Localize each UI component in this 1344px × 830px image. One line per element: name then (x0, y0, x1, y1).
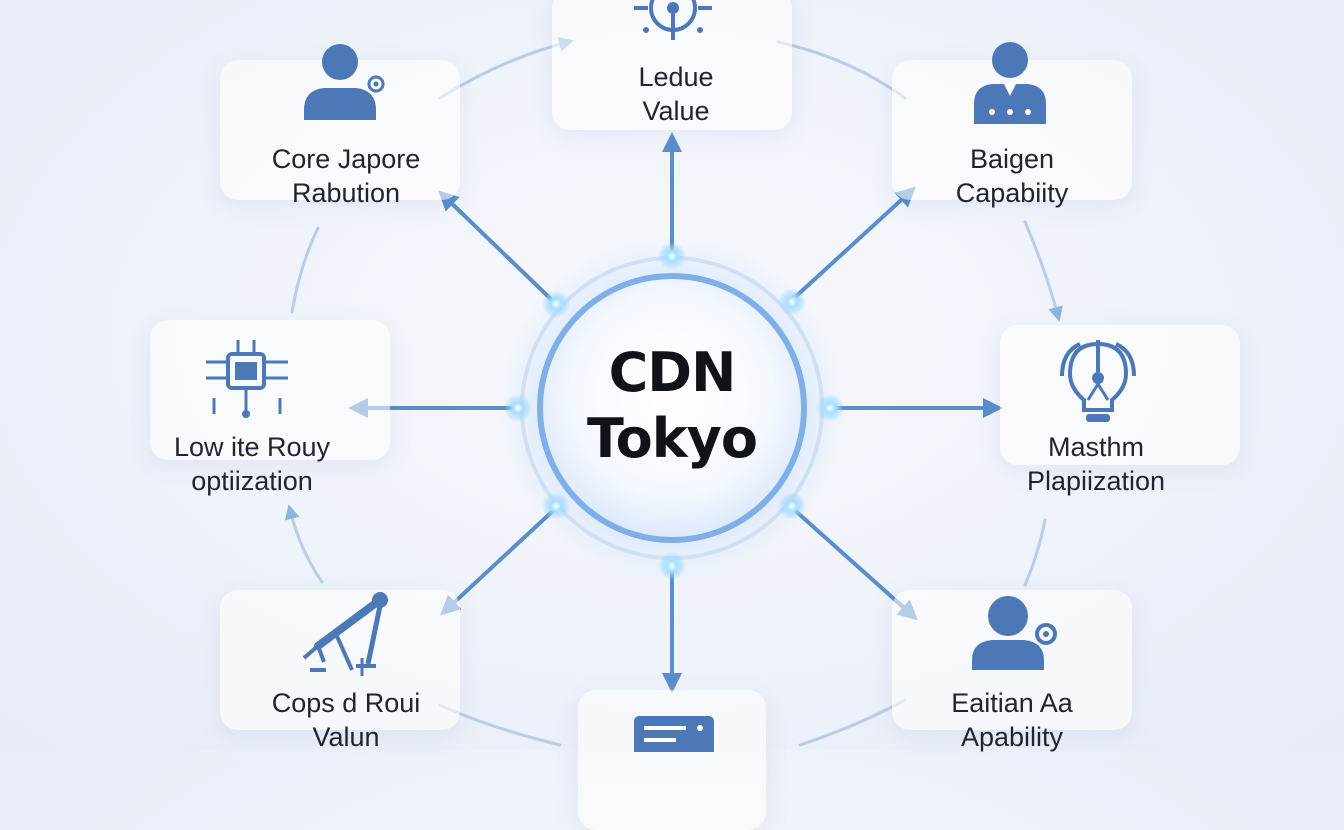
node-card-top-right (892, 60, 1132, 200)
node-label-line2: Apability (960, 722, 1064, 752)
node-label-line2: Value (642, 96, 710, 126)
spoke-top-right (790, 186, 916, 302)
glow-dot (778, 492, 806, 520)
node-label-line1: Eaitian Aa (951, 688, 1073, 718)
chip-circuit-icon (206, 340, 288, 418)
ring-arc-bottomleft-left (284, 504, 324, 584)
diagram-canvas (284, 37, 1063, 747)
ring-arc-topright-right (1023, 220, 1063, 322)
node-label-line1: Baigen (969, 144, 1055, 174)
spokes (348, 132, 1003, 693)
ring-arc-left-topleft (290, 226, 320, 314)
node-label-bottom-left: Cops d Roui Valun (196, 686, 496, 754)
server-list-icon (634, 716, 714, 752)
node-label-top-right: Baigen Capabiity (862, 142, 1162, 210)
hub-title: CDN Tokyo (532, 340, 812, 472)
node-label-line2: optiization (191, 466, 313, 496)
spoke-top-left (438, 190, 558, 306)
node-label-line2: Rabution (291, 178, 401, 208)
spoke-bottom-right (788, 504, 918, 621)
team-person-icon (974, 42, 1046, 124)
node-label-line2: Plapiization (1026, 466, 1166, 496)
glow-dot (658, 552, 686, 580)
node-label-line1: Masthm (1047, 432, 1145, 462)
ring-arc-right-bottomright (1023, 518, 1047, 587)
user-gear-icon (972, 596, 1057, 670)
node-label-line1: Ledue (638, 62, 714, 92)
node-label-bottom-right: Eaitian Aa Apability (862, 686, 1162, 754)
node-label-line1: Low ite Rouy (173, 432, 331, 462)
node-label-right: Masthm Plapiization (946, 430, 1246, 498)
glow-dot (542, 492, 570, 520)
node-label-line1: Core Japore (271, 144, 421, 174)
hub-title-line1: CDN (608, 341, 737, 404)
node-label-left: Low ite Rouy optiization (102, 430, 402, 498)
glow-dot (816, 394, 844, 422)
hub-circle (537, 273, 807, 543)
glow-dot (778, 288, 806, 316)
glow-dot (658, 242, 686, 270)
node-label-top: Ledue Value (526, 60, 826, 128)
node-label-line2: Valun (312, 722, 380, 752)
robot-arm-icon (302, 592, 388, 676)
user-profile-icon (304, 44, 385, 120)
lightbulb-idea-icon (1060, 340, 1136, 422)
glow-dot (542, 290, 570, 318)
node-card-bottom-left (220, 590, 460, 730)
target-network-icon (634, 0, 712, 40)
node-label-line1: Cops d Roui (271, 688, 421, 718)
node-label-top-left: Core Japore Rabution (196, 142, 496, 210)
glow-dot (504, 394, 532, 422)
node-label-line2: Capabiity (955, 178, 1069, 208)
hub-title-line2: Tokyo (587, 407, 758, 470)
node-card-left (150, 320, 390, 460)
node-card-top-left (220, 60, 460, 200)
hub-glow-dots (504, 242, 844, 580)
node-card-bottom (578, 690, 766, 830)
spoke-bottom-left (440, 506, 558, 616)
